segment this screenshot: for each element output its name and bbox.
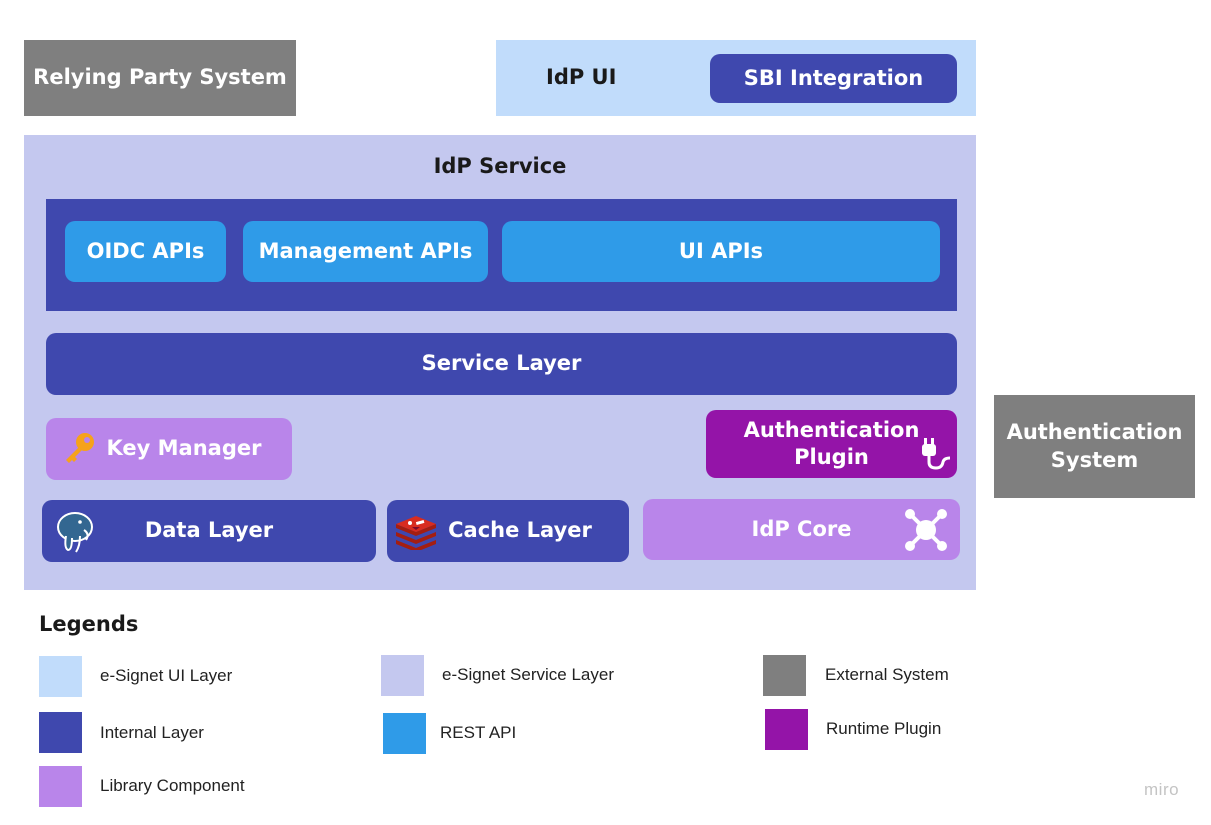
legend-swatch-internal-layer — [39, 712, 82, 753]
legend-label-library-component: Library Component — [100, 776, 245, 795]
ui-apis-label: UI APIs — [678, 238, 764, 263]
authentication-system-label-line1: Authentication — [1006, 420, 1183, 445]
authentication-system-box: Authentication System — [994, 395, 1195, 498]
cache-layer-label: Cache Layer — [448, 518, 592, 543]
legend-title: Legends — [39, 612, 139, 636]
postgresql-elephant-icon — [57, 512, 93, 553]
sbi-integration-label: SBI Integration — [743, 65, 924, 90]
redis-icon — [396, 516, 436, 550]
cache-layer-box: Cache Layer — [387, 500, 629, 562]
legend-swatch-service-layer — [381, 655, 424, 696]
miro-watermark: miro — [1144, 780, 1180, 799]
legend-label-rest-api: REST API — [440, 723, 517, 742]
legend-swatch-runtime-plugin — [765, 709, 808, 750]
legend-label-external-system: External System — [825, 665, 949, 684]
key-icon — [66, 433, 94, 463]
relying-party-system-label: Relying Party System — [33, 65, 287, 90]
relying-party-system-box: Relying Party System — [24, 40, 296, 116]
ui-apis-box: UI APIs — [502, 221, 940, 282]
legend-swatch-library-component — [39, 766, 82, 807]
authentication-plugin-label-line1: Authentication — [743, 417, 920, 442]
service-layer-box: Service Layer — [46, 333, 957, 395]
management-apis-box: Management APIs — [243, 221, 488, 282]
legend-swatch-ui-layer — [39, 656, 82, 697]
authentication-plugin-box: Authentication Plugin — [706, 410, 957, 478]
legend-label-service-layer: e-Signet Service Layer — [442, 665, 614, 684]
authentication-plugin-label-line2: Plugin — [794, 445, 869, 469]
network-hub-icon — [905, 509, 947, 551]
idp-service-label: IdP Service — [433, 154, 567, 179]
legend-label-internal-layer: Internal Layer — [100, 723, 204, 742]
data-layer-box: Data Layer — [42, 500, 376, 562]
key-manager-label: Key Manager — [106, 436, 262, 461]
plug-icon — [922, 438, 951, 470]
data-layer-label: Data Layer — [144, 518, 274, 543]
management-apis-label: Management APIs — [258, 238, 473, 263]
service-layer-label: Service Layer — [421, 351, 582, 376]
legend-swatch-rest-api — [383, 713, 426, 754]
idp-ui-label: IdP UI — [546, 65, 617, 89]
authentication-system-label-line2: System — [1050, 447, 1139, 472]
sbi-integration-box: SBI Integration — [710, 54, 957, 103]
idp-service-title: IdP Service — [24, 150, 976, 184]
idp-core-box: IdP Core — [643, 499, 960, 560]
key-manager-box: Key Manager — [46, 418, 292, 480]
legend-label-runtime-plugin: Runtime Plugin — [826, 719, 942, 738]
legend-label-ui-layer: e-Signet UI Layer — [100, 666, 233, 685]
idp-core-label: IdP Core — [751, 516, 852, 541]
oidc-apis-label: OIDC APIs — [86, 238, 205, 263]
legend-swatch-external-system — [763, 655, 806, 696]
oidc-apis-box: OIDC APIs — [65, 221, 226, 282]
